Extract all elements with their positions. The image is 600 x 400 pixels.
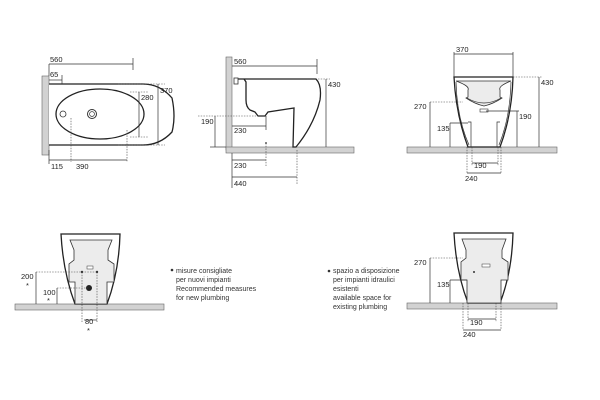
svg-text:per nuovi impianti: per nuovi impianti — [176, 277, 231, 284]
dim-200: 200 — [21, 272, 34, 281]
drain-icon — [87, 109, 97, 119]
note-new-plumbing: misure consigliate per nuovi impianti Re… — [170, 268, 257, 302]
dim-190-side: 190 — [201, 117, 214, 126]
asterisk-80: * — [87, 326, 90, 335]
floor — [225, 146, 355, 154]
svg-text:misure consigliate: misure consigliate — [176, 268, 232, 275]
svg-text:existing plumbing: existing plumbing — [333, 304, 387, 311]
svg-text:Recommended measures: Recommended measures — [176, 286, 257, 293]
front-view: 370 430 270 135 190 190 240 — [406, 45, 558, 183]
dim-190-right: 190 — [519, 112, 532, 121]
dim-65: 65 — [50, 70, 58, 79]
dim-270-front: 270 — [414, 102, 427, 111]
dim-240-base: 240 — [465, 174, 478, 183]
wall — [225, 56, 233, 151]
dim-430-front: 430 — [541, 78, 554, 87]
asterisk-100: * — [47, 296, 50, 305]
existing-plumbing-view: 270 135 190 240 — [406, 232, 558, 339]
dim-390: 390 — [76, 162, 89, 171]
svg-text:for new plumbing: for new plumbing — [176, 295, 229, 302]
bowl — [55, 88, 145, 140]
dim-560: 560 — [50, 55, 63, 64]
dim-370-front: 370 — [456, 45, 469, 54]
dim-115: 115 — [51, 162, 63, 171]
dim-230-upper: 230 — [234, 126, 247, 135]
svg-text:available space for: available space for — [333, 295, 392, 302]
dim-100: 100 — [43, 288, 56, 297]
dim-370: 370 — [160, 86, 173, 95]
note-existing-plumbing: spazio a disposizione per impianti idrau… — [327, 268, 400, 311]
svg-text:spazio a disposizione: spazio a disposizione — [333, 268, 400, 275]
wall — [41, 75, 50, 156]
dim-430-side: 430 — [328, 80, 341, 89]
dim-280: 280 — [141, 93, 154, 102]
floor — [406, 146, 558, 154]
new-plumbing-view: 200 * 100 * 80 * — [14, 233, 165, 335]
dim-80: 80 — [85, 317, 93, 326]
dim-270-existing: 270 — [414, 258, 427, 267]
floor — [406, 302, 558, 310]
dim-240-existing: 240 — [463, 330, 476, 339]
bidet-side-outline — [236, 78, 322, 148]
tap-hole-icon — [59, 110, 67, 118]
dim-560-side: 560 — [234, 57, 247, 66]
top-view: 560 65 280 370 115 390 — [41, 55, 175, 171]
svg-text:esistenti: esistenti — [333, 286, 359, 293]
tap-block — [233, 77, 239, 85]
drain-icon — [86, 285, 92, 291]
svg-text:per impianti idraulici: per impianti idraulici — [333, 277, 395, 284]
dim-440: 440 — [234, 179, 247, 188]
dim-230-lower: 230 — [234, 161, 247, 170]
asterisk-200: * — [26, 281, 29, 290]
floor — [14, 303, 165, 311]
side-view: 560 430 190 230 230 440 — [198, 56, 355, 188]
dim-135-front: 135 — [437, 124, 450, 133]
dim-190-base: 190 — [474, 161, 487, 170]
dim-135-existing: 135 — [437, 280, 450, 289]
dim-190-existing: 190 — [470, 318, 483, 327]
